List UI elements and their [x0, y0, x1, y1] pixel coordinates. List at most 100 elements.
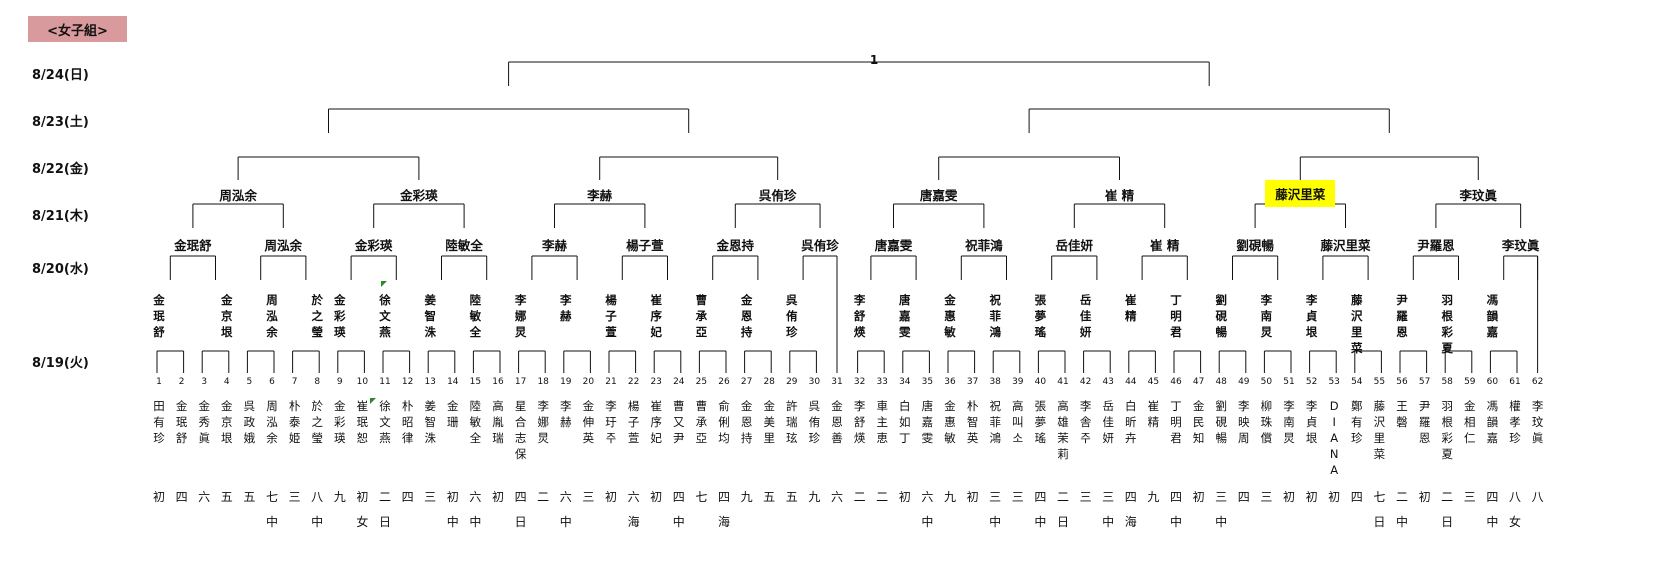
player-grade: 四 [514, 490, 527, 504]
player-grade: 三 [1011, 490, 1024, 504]
player-name: 楊子萱 [627, 399, 640, 445]
player-grade: 初 [356, 490, 369, 504]
round-819-winner: 於之瑩 [311, 293, 323, 339]
player-grade: 四 [1486, 490, 1499, 504]
player-seed-number: 40 [1034, 377, 1047, 387]
player-name: 田有珍 [153, 399, 165, 445]
player-name: 柳珠償 [1260, 399, 1273, 445]
round-819-winner: 劉硯暢 [1215, 293, 1227, 339]
round-819-winner: 李舒煐 [853, 293, 866, 339]
player-grade: 六 [627, 490, 640, 504]
player-name: 張夢瑤 [1034, 399, 1047, 445]
player-seed-number: 22 [627, 377, 640, 387]
player-grade: 初 [898, 490, 911, 504]
player-seed-number: 51 [1283, 377, 1295, 387]
player-seed-number: 20 [582, 377, 595, 387]
player-seed-number: 44 [1125, 377, 1137, 387]
player-grade: 初 [1418, 490, 1431, 504]
player-grade: 初 [604, 490, 617, 504]
player-name: 羽根彩夏 [1441, 399, 1453, 461]
player-name: 於之瑩 [311, 399, 323, 445]
player-seed-number: 12 [401, 377, 414, 387]
player-grade: 三 [989, 490, 1002, 504]
player-school: 日 [1373, 515, 1386, 529]
player-name: 金美里 [763, 399, 775, 445]
player-grade: 二 [1441, 490, 1454, 504]
player-grade: 三 [1102, 490, 1115, 504]
player-school: 日 [1056, 515, 1069, 529]
player-school: 中 [672, 515, 685, 529]
player-school: 中 [469, 515, 482, 529]
player-seed-number: 15 [469, 377, 482, 387]
player-seed-number: 36 [944, 377, 956, 387]
player-name: 權孝珍 [1509, 399, 1521, 445]
player-grade: 三 [1463, 490, 1476, 504]
player-school: 中 [446, 515, 459, 529]
round-820-winner: 金恩持 [716, 238, 755, 253]
player-seed-number: 39 [1012, 377, 1024, 387]
player-seed-number: 58 [1441, 377, 1453, 387]
player-name: 星合志保 [514, 399, 527, 461]
player-grade: 四 [1237, 490, 1250, 504]
player-grade: 六 [921, 490, 934, 504]
player-seed-number: 29 [786, 377, 798, 387]
player-seed-number: 6 [269, 377, 275, 387]
round-819-winner: 李貞垠 [1305, 293, 1318, 339]
player-name: 許瑞玹 [786, 399, 798, 445]
player-grade: 二 [537, 490, 550, 504]
player-grade: 六 [469, 490, 482, 504]
player-grade: 四 [401, 490, 414, 504]
round-820-winner: 崔 精 [1150, 238, 1180, 253]
player-seed-number: 17 [514, 377, 527, 387]
player-grade: 五 [243, 490, 256, 504]
player-name: 金珊 [447, 399, 459, 429]
player-school: 中 [1169, 515, 1182, 529]
player-seed-number: 19 [560, 377, 572, 387]
player-seed-number: 26 [718, 377, 730, 387]
player-seed-number: 5 [246, 377, 253, 387]
player-grade: 初 [152, 490, 165, 504]
player-school: 日 [378, 515, 391, 529]
player-name: 白如丁 [899, 399, 911, 445]
round-819-winner: 崔序妃 [650, 293, 662, 339]
date-label-820: 8/20(水) [32, 262, 89, 277]
player-grade: 三 [582, 490, 595, 504]
round-819-winner: 李娜炅 [514, 293, 527, 339]
player-seed-number: 4 [223, 377, 230, 387]
round-819-winner: 陸敏全 [469, 293, 482, 339]
player-grade: 四 [1350, 490, 1363, 504]
player-school: 中 [1102, 515, 1115, 529]
player-seed-number: 41 [1057, 377, 1069, 387]
player-grade: 六 [198, 490, 211, 504]
round-820-winner: 尹羅恩 [1417, 238, 1455, 253]
player-name: 金惠敏 [944, 399, 956, 445]
player-grade: 四 [1124, 490, 1137, 504]
player-school: 日 [1441, 515, 1454, 529]
round-821-winner: 崔 精 [1104, 188, 1135, 203]
player-name: 李玟眞 [1531, 399, 1544, 445]
player-grade: 初 [1282, 490, 1295, 504]
player-seed-number: 57 [1418, 377, 1431, 387]
player-grade: 四 [672, 490, 685, 504]
player-grade: 三 [1260, 490, 1273, 504]
player-name: 李映周 [1238, 399, 1250, 445]
player-school: 中 [1215, 515, 1228, 529]
player-grade: 四 [1169, 490, 1182, 504]
player-name: 馮韻嘉 [1486, 399, 1499, 445]
player-seed-number: 59 [1464, 377, 1476, 387]
cell-comment-marker [381, 281, 387, 287]
round-820-winner: 陸敏全 [445, 238, 483, 253]
player-seed-number: 32 [853, 377, 866, 387]
player-seed-number: 13 [424, 377, 436, 387]
player-name: 金京垠 [221, 399, 233, 445]
player-seed-number: 48 [1215, 377, 1227, 387]
player-seed-number: 24 [673, 377, 685, 387]
player-grade: 初 [650, 490, 663, 504]
player-school: 海 [627, 515, 640, 529]
player-seed-number: 45 [1147, 377, 1160, 387]
date-label-824: 8/24(日) [32, 68, 89, 83]
player-name: 劉硯暢 [1215, 399, 1227, 445]
